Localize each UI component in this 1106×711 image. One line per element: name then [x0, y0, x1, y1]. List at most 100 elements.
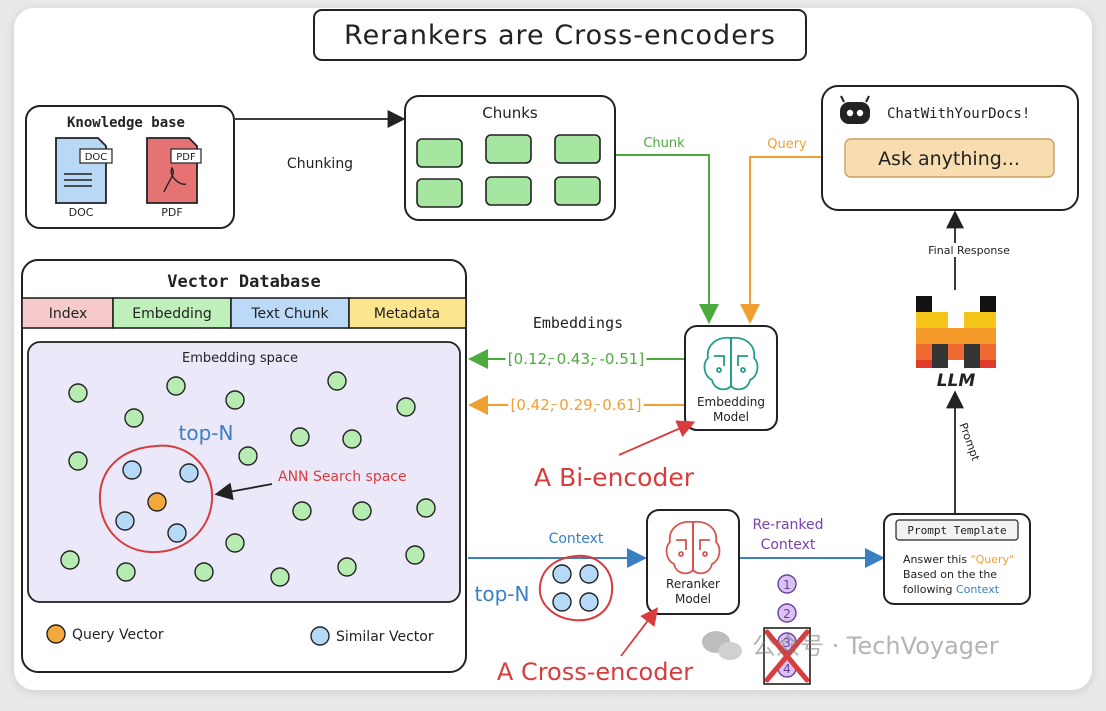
column-index	[21, 297, 114, 329]
reranked-label-line2: Context	[761, 537, 816, 553]
knowledge-base-title: Knowledge base	[67, 115, 185, 131]
vector-point	[396, 397, 416, 417]
similar-vector-point	[122, 460, 142, 480]
watermark: 公众号 · TechVoyager	[702, 631, 999, 660]
vector-point	[342, 429, 362, 449]
chunk-5	[485, 176, 532, 206]
column-embedding	[112, 297, 232, 329]
top-n-label: top-N	[179, 421, 234, 445]
cross-encoder-pointer-arrow	[620, 607, 659, 657]
watermark-text: 公众号 · TechVoyager	[752, 632, 999, 660]
vector-point	[238, 446, 258, 466]
prompt-line1b: "Query"	[971, 553, 1015, 566]
embeddings-label: Embeddings	[533, 314, 623, 332]
reranker-brain-icon	[665, 520, 721, 575]
vector-point	[225, 533, 245, 553]
chat-input-placeholder: Ask anything...	[878, 148, 1020, 170]
chat-window: ChatWithYourDocs! Ask anything...	[821, 85, 1079, 211]
chunk-3	[554, 134, 601, 164]
vector-point	[124, 408, 144, 428]
doc-label: DOC	[69, 206, 94, 219]
chat-title: ChatWithYourDocs!	[887, 106, 1030, 122]
column-label-embedding: Embedding	[132, 306, 211, 322]
page-title: Rerankers are Cross-encoders	[344, 20, 776, 51]
prompt-line3a: following	[903, 583, 956, 596]
prompt-template-title: Prompt Template	[907, 524, 1006, 537]
chunk-arrow-label: Chunk	[643, 136, 685, 151]
vector-point	[194, 562, 214, 582]
column-metadata	[348, 297, 467, 329]
vector-point	[416, 498, 436, 518]
bi-encoder-label: A Bi-encoder	[534, 463, 695, 492]
knowledge-base-box: Knowledge base DOC DOC PDF PDF	[25, 105, 235, 229]
vector-point	[116, 562, 136, 582]
final-response-label-text: Final Response	[928, 244, 1010, 257]
ann-search-label: ANN Search space	[278, 469, 407, 485]
prompt-arrow-label: Prompt	[956, 421, 982, 463]
doc-file-icon: DOC	[55, 137, 113, 204]
pdf-file-icon: PDF	[146, 137, 202, 204]
ann-pointer-arrow	[214, 482, 273, 501]
reranker-model-line1: Reranker	[666, 577, 720, 591]
chunking-label: Chunking	[287, 156, 353, 172]
chunk-arrow	[616, 154, 719, 324]
rank-number-2: 2	[783, 607, 791, 621]
pdf-tag: PDF	[176, 152, 196, 163]
column-text-chunk	[230, 297, 350, 329]
reranker-model-line2: Model	[675, 592, 711, 606]
column-label-metadata: Metadata	[374, 306, 440, 322]
prompt-line-1: Answer this "Query"	[903, 553, 1014, 566]
vector-database: Vector Database Index Embedding Text Chu…	[21, 259, 467, 673]
embedding-model-box: Embedding Model	[684, 325, 778, 431]
vector-point	[60, 550, 80, 570]
chunk-4	[416, 178, 463, 208]
vector-db-title: Vector Database	[167, 272, 321, 292]
vector-point	[352, 501, 372, 521]
legend-query-dot	[46, 624, 66, 644]
vector-point	[290, 427, 310, 447]
vector-point	[337, 557, 357, 577]
prompt-template-box: Prompt Template Answer this "Query" Base…	[883, 513, 1031, 605]
llm-label: LLM	[937, 371, 976, 391]
chunks-title: Chunks	[482, 104, 538, 122]
prompt-line3b: Context	[956, 583, 1000, 596]
legend-similar-dot	[310, 626, 330, 646]
prompt-line-2: Based on the the	[903, 568, 997, 581]
embedding-space: Embedding space	[27, 341, 461, 603]
embedding-model-line1: Embedding	[697, 395, 765, 409]
robot-icon	[840, 95, 870, 124]
diagram-canvas: Rerankers are Cross-encoders Knowledge b…	[14, 8, 1092, 690]
doc-tag: DOC	[85, 152, 108, 163]
embedding-space-title: Embedding space	[182, 351, 298, 366]
prompt-line1a: Answer this	[903, 553, 971, 566]
final-response-label: Final Response	[928, 244, 1010, 257]
similar-vector-point	[115, 511, 135, 531]
bi-encoder-pointer-arrow	[618, 420, 696, 456]
rank-number-4: 4	[783, 662, 791, 676]
column-label-index: Index	[49, 306, 88, 322]
chunk-6	[554, 176, 601, 206]
top-n-cluster	[538, 554, 614, 622]
top-n-label-2: top-N	[475, 582, 530, 606]
vector-point	[270, 567, 290, 587]
llm-logo-icon	[916, 296, 996, 368]
embedding-model-line2: Model	[713, 410, 749, 424]
prompt-line-3: following Context	[903, 583, 1000, 596]
wechat-icon	[702, 631, 742, 660]
brain-circuit-icon	[703, 336, 759, 391]
query-arrow	[740, 156, 822, 324]
vector-point	[327, 371, 347, 391]
chunk-1	[416, 138, 463, 168]
discarded-box	[763, 627, 811, 685]
vector-point	[292, 501, 312, 521]
cross-encoder-label: A Cross-encoder	[497, 658, 693, 686]
reranked-label-line1: Re-ranked	[752, 517, 823, 533]
query-vector-point	[147, 492, 167, 512]
vector-point	[405, 545, 425, 565]
legend-query-label: Query Vector	[72, 627, 164, 643]
ranked-list: 1 2 3 4	[763, 574, 811, 685]
schema-columns: Index Embedding Text Chunk Metadata	[21, 297, 467, 329]
vector-point	[225, 390, 245, 410]
vector-point	[68, 451, 88, 471]
chat-input[interactable]	[844, 138, 1055, 178]
